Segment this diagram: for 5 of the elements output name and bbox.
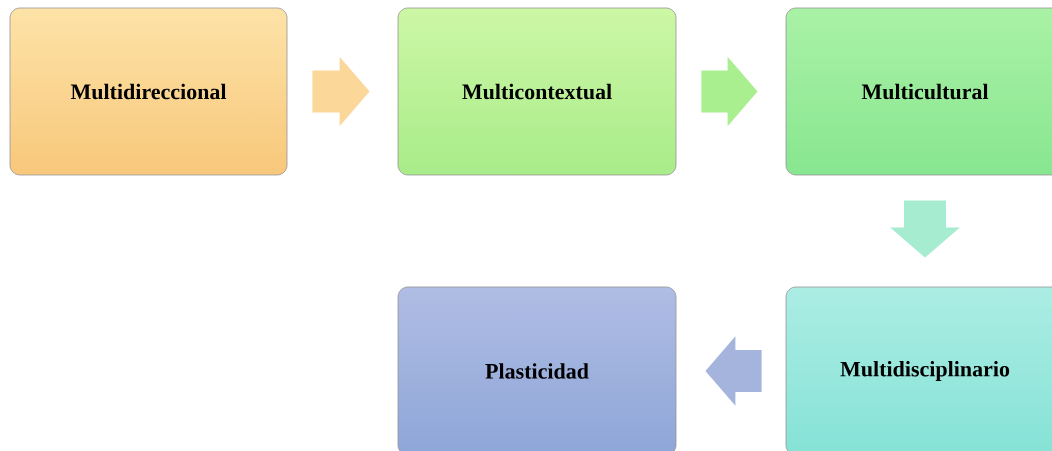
process-box: Multidireccional (9, 7, 288, 176)
process-box: Multidisciplinario (785, 286, 1052, 451)
process-box: Plasticidad (397, 286, 677, 451)
process-box: Multicultural (785, 7, 1052, 176)
process-box: Multicontextual (397, 7, 677, 176)
